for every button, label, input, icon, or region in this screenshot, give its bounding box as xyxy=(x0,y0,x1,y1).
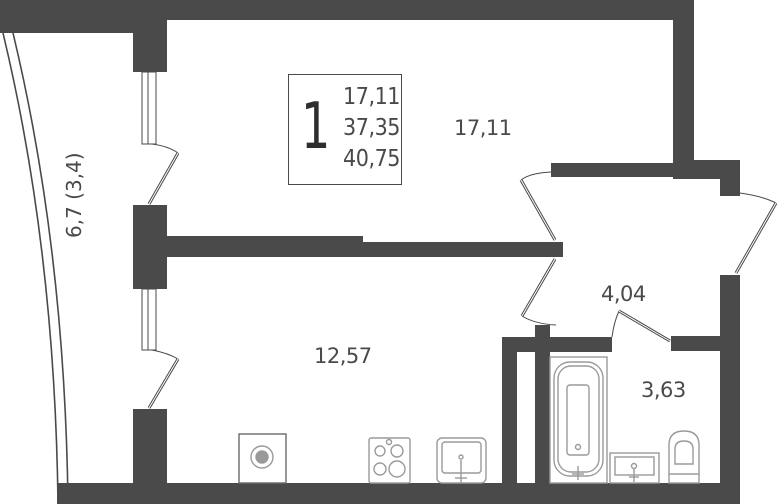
bathtub-icon xyxy=(549,356,608,484)
total-area-with-balcony-value: 40,75 xyxy=(343,146,401,172)
toilet-icon xyxy=(668,430,700,484)
kitchen-sink-icon xyxy=(436,437,487,484)
room-count: 1 xyxy=(301,90,331,164)
total-area-value: 37,35 xyxy=(343,115,401,141)
hallway-area: 4,04 xyxy=(601,282,646,306)
washing-machine-icon xyxy=(238,433,287,484)
walls xyxy=(0,0,740,504)
doors xyxy=(147,143,778,409)
balcony-area: 6,7 (3,4) xyxy=(62,152,86,238)
bathroom-area: 3,63 xyxy=(641,378,686,402)
stove-icon xyxy=(368,437,411,484)
living-room-area: 17,11 xyxy=(454,116,512,140)
living-area-value: 17,11 xyxy=(343,84,401,110)
kitchen-area: 12,57 xyxy=(314,344,372,368)
bathroom-sink-icon xyxy=(609,452,660,484)
apartment-legend: 1 17,11 37,35 40,75 xyxy=(288,74,402,185)
windows xyxy=(141,71,157,351)
balcony-glazing xyxy=(2,32,69,504)
